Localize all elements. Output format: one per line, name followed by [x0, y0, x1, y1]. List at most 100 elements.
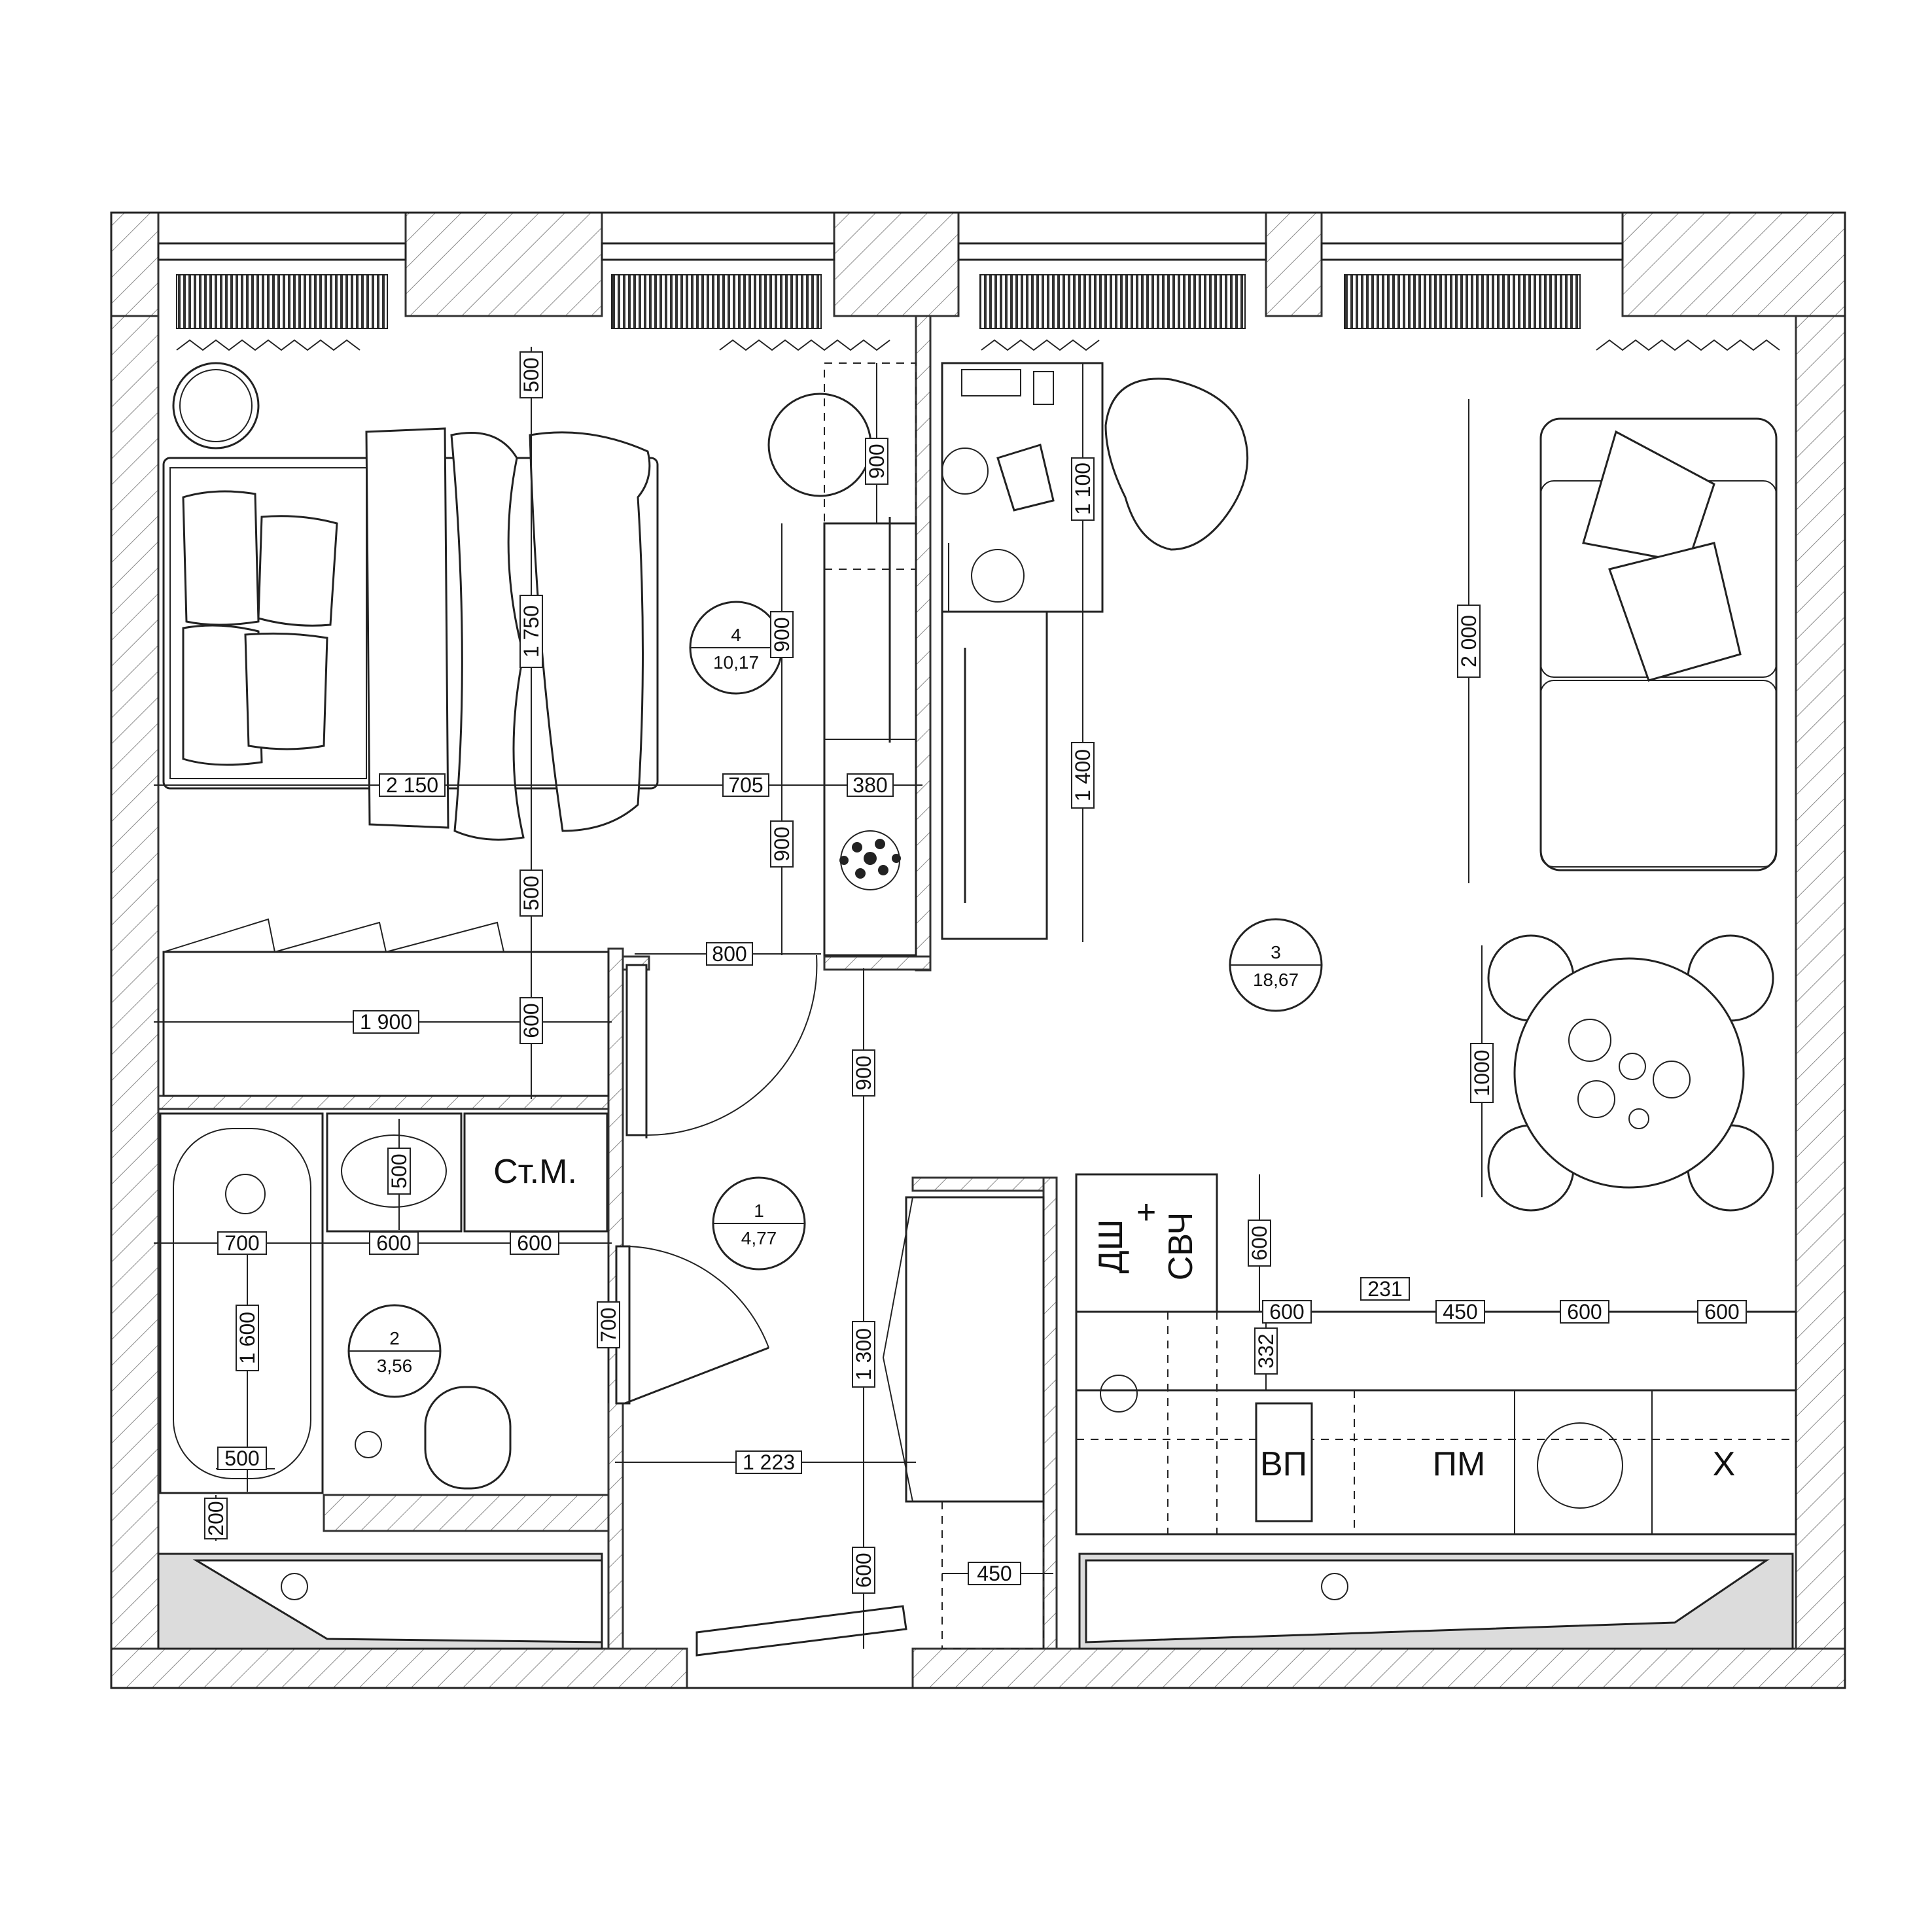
svg-text:2 000: 2 000: [1457, 615, 1481, 667]
dim-label: 2 150: [379, 773, 446, 797]
dim-label: 1 300: [852, 1321, 875, 1388]
dim-label: 700: [597, 1301, 620, 1348]
dim-label: 1 600: [236, 1305, 259, 1371]
bathtub: [159, 1112, 324, 1494]
dim-label: 700: [217, 1231, 267, 1255]
bedroom: [162, 362, 917, 1138]
dim-label: 600: [510, 1231, 559, 1255]
dim-label: 705: [722, 773, 769, 797]
svg-text:900: 900: [770, 617, 794, 652]
washing-machine: [463, 1112, 608, 1233]
appliance-labels: Ст.М. ДШ + СВЧ ВП ПМ Х: [493, 1153, 1735, 1483]
dim-label: 600: [852, 1547, 875, 1594]
svg-text:1 900: 1 900: [360, 1010, 412, 1034]
dim-label: 200: [204, 1498, 228, 1539]
dim-label: 600: [1560, 1300, 1609, 1324]
dim-label: 900: [852, 1049, 875, 1097]
dim-label: 600: [519, 997, 543, 1044]
svg-text:600: 600: [1567, 1300, 1602, 1324]
svg-text:600: 600: [519, 1003, 543, 1038]
hall-closet: [905, 1196, 1045, 1503]
svg-text:900: 900: [865, 444, 888, 478]
dim-label: 600: [1697, 1300, 1747, 1324]
room-tag-2: 2 3,56: [347, 1304, 442, 1398]
bathroom-door-swing: [629, 1246, 769, 1348]
room-tag-3: 3 18,67: [1229, 918, 1323, 1012]
fridge-label: Х: [1713, 1445, 1736, 1483]
dim-label: 600: [1262, 1300, 1312, 1324]
svg-text:3,56: 3,56: [377, 1356, 413, 1376]
bedroom-door-swing: [646, 955, 818, 1136]
room-tag-1: 1 4,77: [712, 1176, 806, 1271]
dim-label: 332: [1254, 1327, 1278, 1375]
svg-text:500: 500: [519, 357, 543, 392]
svg-text:1 400: 1 400: [1071, 749, 1095, 801]
duvet: [365, 427, 449, 829]
built-in-oven: [1255, 1402, 1313, 1522]
windows: [157, 242, 1780, 351]
dim-label: 600: [1248, 1220, 1271, 1267]
svg-text:500: 500: [519, 875, 543, 910]
svg-text:1: 1: [754, 1201, 764, 1221]
svg-text:705: 705: [728, 773, 763, 797]
svg-text:1 300: 1 300: [852, 1328, 875, 1380]
plant-icon: [839, 830, 901, 890]
dim-label: 1 400: [1071, 742, 1095, 809]
svg-text:450: 450: [977, 1562, 1011, 1585]
microwave-label: СВЧ: [1162, 1212, 1200, 1281]
kettle-icon: [1100, 1375, 1138, 1413]
dim-label: 1 900: [353, 1010, 419, 1034]
svg-text:800: 800: [712, 942, 746, 966]
dim-label: 1 100: [1071, 457, 1095, 521]
dim-label: 380: [847, 773, 894, 797]
dim-label: 2 000: [1457, 605, 1481, 678]
kitchen: [1075, 1310, 1797, 1536]
dim-label: 500: [217, 1447, 267, 1470]
ventilation-icon: [281, 1573, 308, 1600]
tv-stand: [941, 610, 1048, 940]
room-tag-4: 4 10,17: [689, 601, 783, 695]
svg-text:450: 450: [1443, 1300, 1477, 1324]
dimension-labels: 500 1 750 500 600 2 150 705 380 900 900 …: [204, 351, 1747, 1594]
svg-text:2: 2: [389, 1328, 400, 1348]
dim-label: 1 223: [735, 1450, 802, 1474]
oven-label: ВП: [1260, 1445, 1307, 1483]
side-table: [172, 362, 260, 449]
svg-text:3: 3: [1271, 942, 1281, 962]
svg-text:1 750: 1 750: [519, 605, 543, 658]
dim-label: 900: [770, 611, 794, 658]
svg-text:4,77: 4,77: [741, 1228, 777, 1248]
hallway: [615, 1196, 1045, 1657]
dim-label: 900: [770, 820, 794, 868]
svg-text:600: 600: [1269, 1300, 1304, 1324]
svg-text:900: 900: [770, 826, 794, 861]
svg-text:1 600: 1 600: [236, 1312, 259, 1364]
dim-label: 500: [519, 869, 543, 917]
svg-text:4: 4: [731, 625, 741, 645]
dim-label: 231: [1360, 1277, 1410, 1301]
round-chair: [767, 393, 872, 497]
dim-label: 500: [387, 1148, 411, 1195]
sink-icon: [1537, 1422, 1623, 1509]
svg-text:600: 600: [517, 1231, 552, 1255]
svg-text:500: 500: [387, 1153, 411, 1188]
svg-text:600: 600: [376, 1231, 411, 1255]
dining-table: [1487, 934, 1774, 1212]
svg-text:600: 600: [1704, 1300, 1739, 1324]
tall-unit: [1075, 1173, 1218, 1313]
dim-label: 900: [865, 438, 888, 485]
armchair: [1104, 378, 1249, 551]
svg-text:200: 200: [204, 1501, 228, 1536]
svg-text:380: 380: [852, 773, 887, 797]
dim-label: 500: [519, 351, 543, 398]
svg-text:1000: 1000: [1470, 1049, 1494, 1096]
svg-text:600: 600: [852, 1553, 875, 1587]
dim-label: 1 750: [519, 595, 543, 668]
bathroom: [157, 1112, 1794, 1650]
dim-label: 1000: [1470, 1043, 1494, 1103]
bathroom-sink: [341, 1134, 447, 1208]
svg-text:1 223: 1 223: [743, 1450, 795, 1474]
bidet-shower-icon: [355, 1431, 382, 1458]
living-room: [941, 362, 1778, 1313]
